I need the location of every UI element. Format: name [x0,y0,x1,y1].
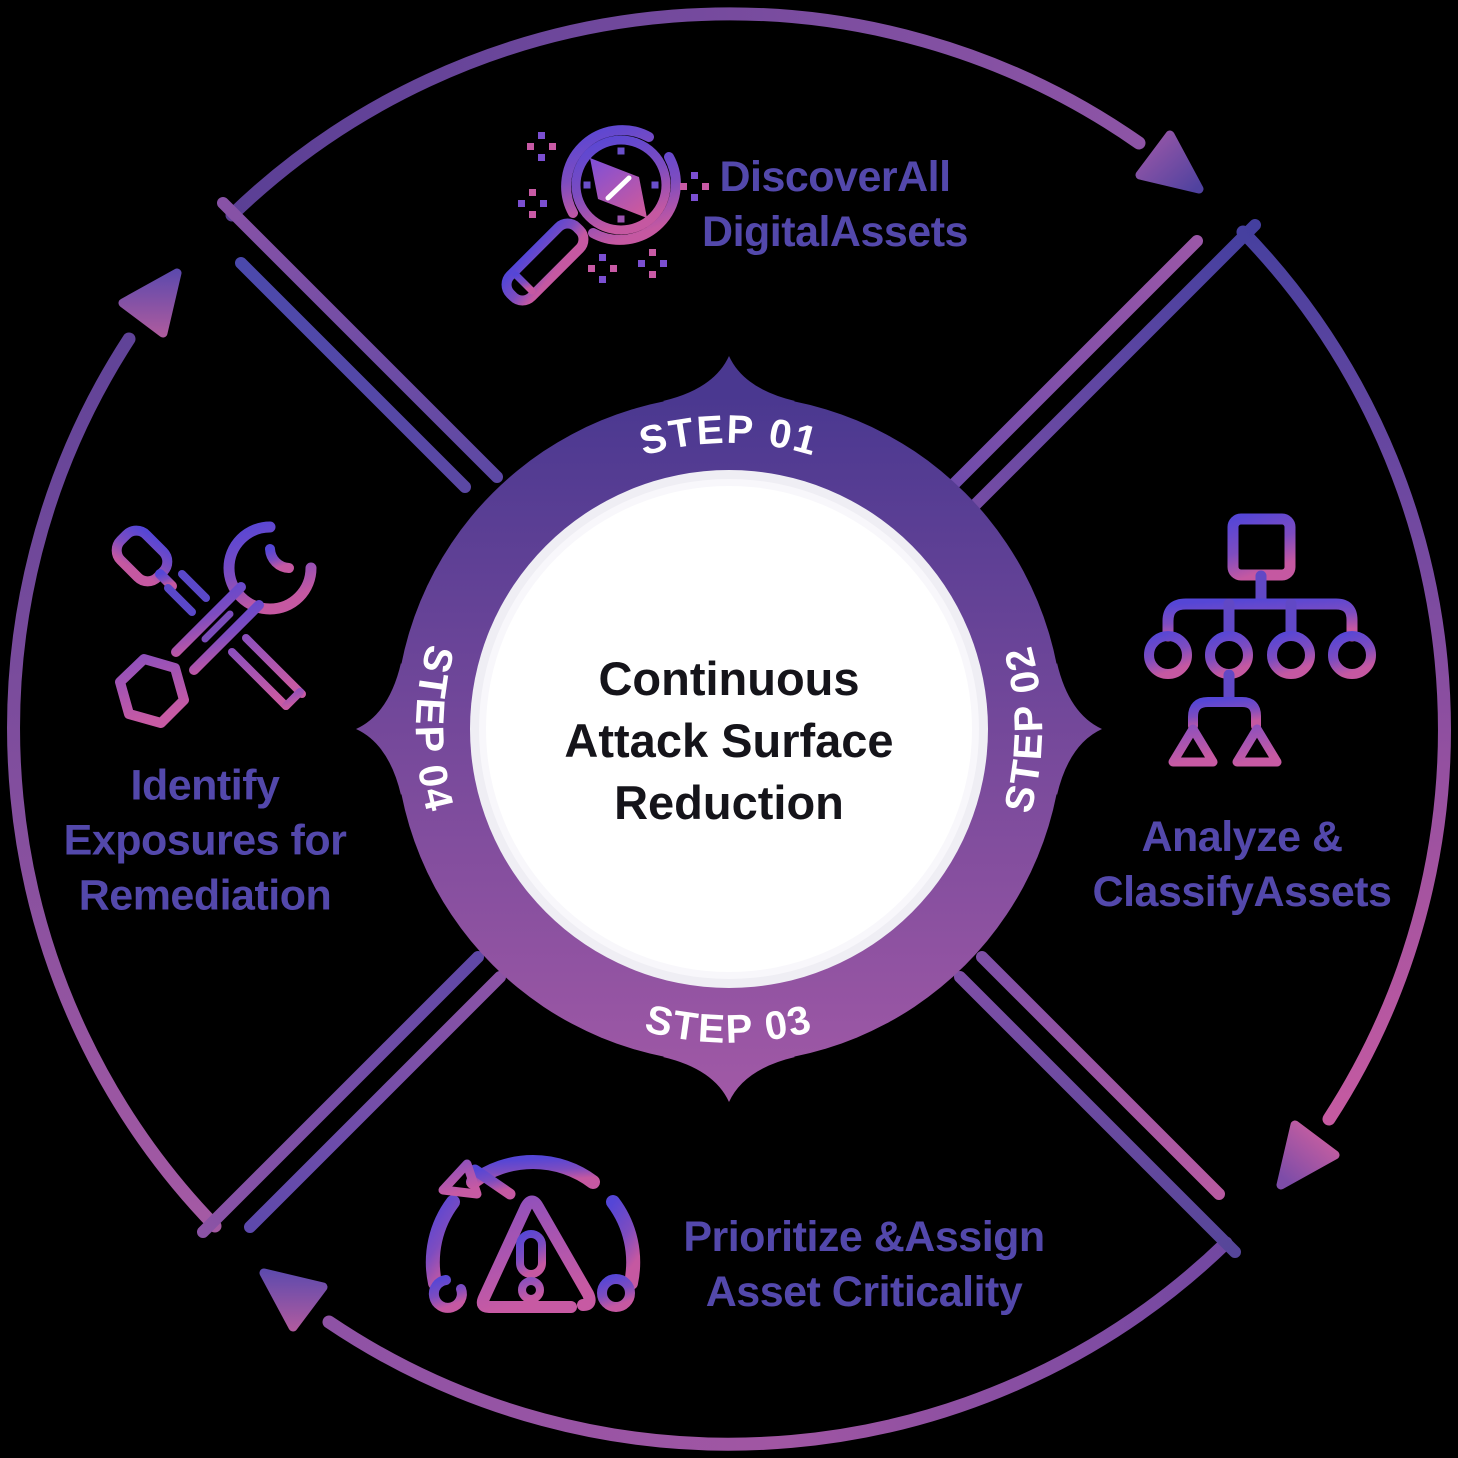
step-ring [356,356,1102,1102]
arrowhead-top-icon [1135,130,1204,194]
cycle-arc-top [225,7,1146,222]
warning-exclamation-bar [516,1230,546,1278]
step-label-line: Identify [130,761,280,810]
step-label-top: DiscoverAll DigitalAssets [702,150,968,260]
center-circle [486,486,972,972]
diagonal-bottomright-parallel [976,951,1225,1200]
diagram-title-line: Continuous [598,652,860,705]
step-label-line: DigitalAssets [702,208,968,256]
gauge-needle-head [438,1159,482,1199]
warning-exclamation-dot [518,1277,544,1303]
diagonal-bottomleft-parallel [244,971,506,1233]
diagonal-topright-main [966,219,1261,514]
step-label-line: ClassifyAssets [1092,868,1392,916]
hierarchy-classify-icon [1144,513,1376,767]
arrowhead-right-icon [1276,1120,1340,1190]
cycle-arc-right [1236,225,1451,1126]
arrowhead-left-icon [118,268,182,338]
step-label-line: Analyze & [1141,813,1343,861]
step-label-bottom: Prioritize &Assign Asset Criticality [683,1210,1045,1320]
step-label-line: Exposures for [63,816,347,865]
diagram-title-line: Reduction [614,776,844,829]
step-label-line: Remediation [78,871,332,920]
step-label-left: Identify Exposures for Remediation [64,759,347,924]
arrowhead-bottom-icon [259,1268,328,1332]
warning-triangle [476,1195,596,1313]
step-label-line: Asset Criticality [705,1268,1023,1316]
diagonal-topleft-parallel [235,257,471,493]
diagram-title: Continuous Attack Surface Reduction [564,648,893,834]
gauge-needle [469,1164,516,1200]
cycle-arc-left [7,332,222,1233]
cycle-arrows [7,7,1451,1451]
sparkles [518,132,709,283]
tools-remediation-icon [111,521,317,728]
step-label-line: Prioritize &Assign [683,1213,1045,1261]
cycle-arc-bottom [322,1236,1233,1451]
diagonal-lines [197,197,1261,1258]
diagonal-bottomleft-main [197,951,484,1238]
magnifier-compass-icon [501,125,709,306]
diagonal-bottomright-main [954,971,1241,1258]
diagonal-topright-parallel [944,235,1203,494]
step-label-right: Analyze & ClassifyAssets [1093,810,1392,920]
diagonal-topleft-main [217,197,503,483]
gauge-warning-icon [425,1155,641,1313]
step-label-line: DiscoverAll [719,153,951,201]
diagram-title-line: Attack Surface [564,714,894,767]
